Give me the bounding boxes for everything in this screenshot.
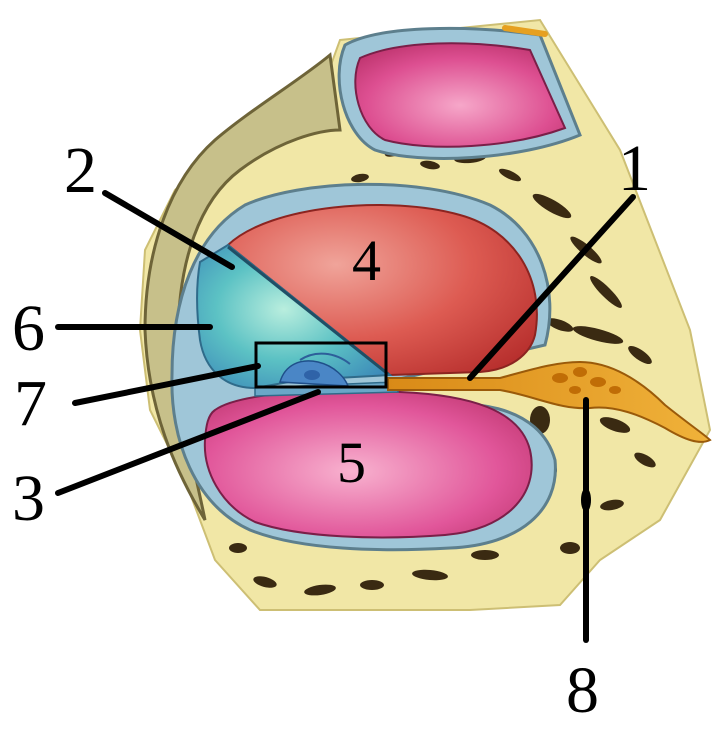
label-5: 5 bbox=[337, 430, 366, 495]
label-6: 6 bbox=[12, 292, 45, 365]
label-7: 7 bbox=[14, 367, 47, 440]
label-4: 4 bbox=[352, 228, 381, 293]
scala-tympani bbox=[205, 391, 532, 538]
leader-8-marker bbox=[581, 488, 591, 512]
label-2: 2 bbox=[64, 134, 97, 207]
label-1: 1 bbox=[618, 132, 651, 205]
label-8: 8 bbox=[566, 654, 599, 727]
upper-turn-scala bbox=[355, 43, 565, 146]
label-3: 3 bbox=[12, 462, 45, 535]
